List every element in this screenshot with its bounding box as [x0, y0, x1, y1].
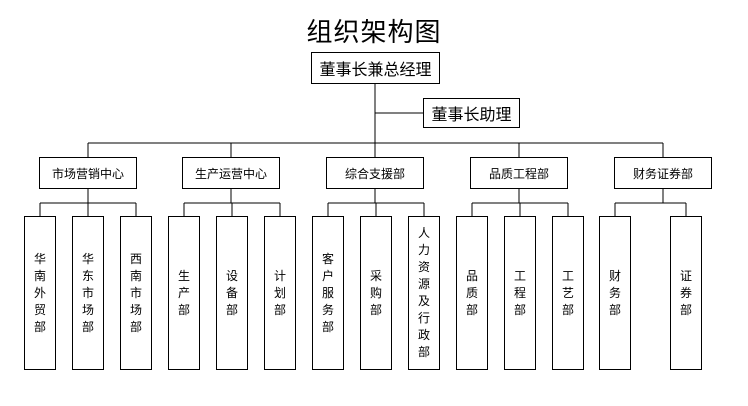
sub-dept-label-char: 备: [225, 285, 238, 300]
sub-dept-label-char: 品: [465, 268, 478, 283]
sub-dept-label-char: 务: [608, 285, 621, 300]
sub-dept-label-char: 务: [321, 302, 334, 317]
sub-dept-label-char: 政: [417, 328, 430, 342]
sub-dept-label-char: 外: [33, 285, 46, 300]
sub-dept-label-char: 行: [417, 311, 430, 325]
sub-dept-label: 人力资源及行政部: [418, 226, 430, 360]
dept-box: 品质工程部: [470, 157, 568, 189]
assistant-box: 董事长助理: [423, 98, 520, 128]
sub-dept-box: 华南外贸部: [24, 216, 56, 370]
sub-dept-label-char: 部: [321, 319, 334, 334]
sub-dept-label-char: 计: [273, 268, 286, 283]
sub-dept-label-char: 贸: [33, 302, 46, 317]
sub-dept-label-char: 划: [273, 285, 286, 300]
sub-dept-label: 客户服务部: [322, 252, 334, 335]
sub-dept-label-char: 服: [321, 285, 334, 300]
sub-dept-label-char: 部: [561, 302, 574, 317]
sub-dept-box: 品质部: [456, 216, 488, 370]
sub-dept-label-char: 市: [129, 285, 142, 300]
sub-dept-label-char: 艺: [561, 285, 574, 300]
sub-dept-label-char: 部: [273, 302, 286, 317]
sub-dept-box: 财务部: [599, 216, 631, 370]
sub-dept-label-char: 部: [177, 302, 190, 317]
sub-dept-label: 采购部: [370, 269, 382, 318]
sub-dept-label-char: 客: [321, 251, 334, 266]
sub-dept-label: 生产部: [178, 269, 190, 318]
sub-dept-label-char: 市: [81, 285, 94, 300]
sub-dept-box: 证券部: [670, 216, 702, 370]
sub-dept-label-char: 生: [177, 268, 190, 283]
sub-dept-label-char: 场: [81, 302, 94, 317]
sub-dept-label-char: 场: [129, 302, 142, 317]
chart-title: 组织架构图: [306, 18, 442, 48]
sub-dept-label-char: 部: [608, 302, 621, 317]
sub-dept-box: 客户服务部: [312, 216, 344, 370]
sub-dept-label-char: 华: [33, 251, 46, 266]
sub-dept-label-char: 部: [369, 302, 382, 317]
dept-box: 生产运营中心: [182, 157, 280, 189]
sub-dept-label: 工艺部: [562, 269, 574, 318]
sub-dept-label-char: 户: [321, 268, 334, 283]
sub-dept-label: 华南外贸部: [34, 252, 46, 335]
sub-dept-box: 工艺部: [552, 216, 584, 370]
sub-dept-label-char: 人: [417, 226, 430, 240]
sub-dept-label-char: 资: [417, 260, 430, 274]
sub-dept-box: 生产部: [168, 216, 200, 370]
sub-dept-box: 西南市场部: [120, 216, 152, 370]
sub-dept-label-char: 东: [81, 268, 94, 283]
sub-dept-label-char: 部: [81, 319, 94, 334]
sub-dept-label-char: 工: [561, 268, 574, 283]
sub-dept-label: 设备部: [226, 269, 238, 318]
sub-dept-label-char: 部: [465, 302, 478, 317]
sub-dept-label: 证券部: [680, 269, 692, 318]
sub-dept-label-char: 财: [608, 268, 621, 283]
sub-dept-label-char: 券: [679, 285, 692, 300]
sub-dept-label-char: 部: [417, 345, 430, 359]
sub-dept-label: 品质部: [466, 269, 478, 318]
ceo-box: 董事长兼总经理: [311, 52, 440, 84]
sub-dept-box: 设备部: [216, 216, 248, 370]
sub-dept-label-char: 部: [679, 302, 692, 317]
sub-dept-label-char: 南: [33, 268, 46, 283]
sub-dept-label-char: 产: [177, 285, 190, 300]
sub-dept-label-char: 设: [225, 268, 238, 283]
sub-dept-label: 计划部: [274, 269, 286, 318]
sub-dept-label: 工程部: [514, 269, 526, 318]
sub-dept-label: 财务部: [609, 269, 621, 318]
sub-dept-box: 华东市场部: [72, 216, 104, 370]
sub-dept-label-char: 证: [679, 268, 692, 283]
sub-dept-box: 工程部: [504, 216, 536, 370]
sub-dept-box: 采购部: [360, 216, 392, 370]
sub-dept-label-char: 工: [513, 268, 526, 283]
sub-dept-label: 西南市场部: [130, 252, 142, 335]
sub-dept-box: 计划部: [264, 216, 296, 370]
dept-box: 综合支援部: [326, 157, 424, 189]
sub-dept-label-char: 西: [129, 251, 142, 266]
dept-box: 市场营销中心: [39, 157, 137, 189]
sub-dept-label: 华东市场部: [82, 252, 94, 335]
sub-dept-label-char: 部: [225, 302, 238, 317]
sub-dept-label-char: 南: [129, 268, 142, 283]
sub-dept-label-char: 源: [417, 277, 430, 291]
sub-dept-label-char: 华: [81, 251, 94, 266]
dept-box: 财务证券部: [614, 157, 712, 189]
sub-dept-label-char: 及: [417, 294, 430, 308]
sub-dept-label-char: 部: [33, 319, 46, 334]
sub-dept-label-char: 质: [465, 285, 478, 300]
sub-dept-label-char: 采: [369, 268, 382, 283]
sub-dept-label-char: 力: [417, 243, 430, 257]
sub-dept-label-char: 购: [369, 285, 382, 300]
sub-dept-label-char: 部: [129, 319, 142, 334]
sub-dept-box: 人力资源及行政部: [408, 216, 440, 370]
sub-dept-label-char: 部: [513, 302, 526, 317]
sub-dept-label-char: 程: [513, 285, 526, 300]
